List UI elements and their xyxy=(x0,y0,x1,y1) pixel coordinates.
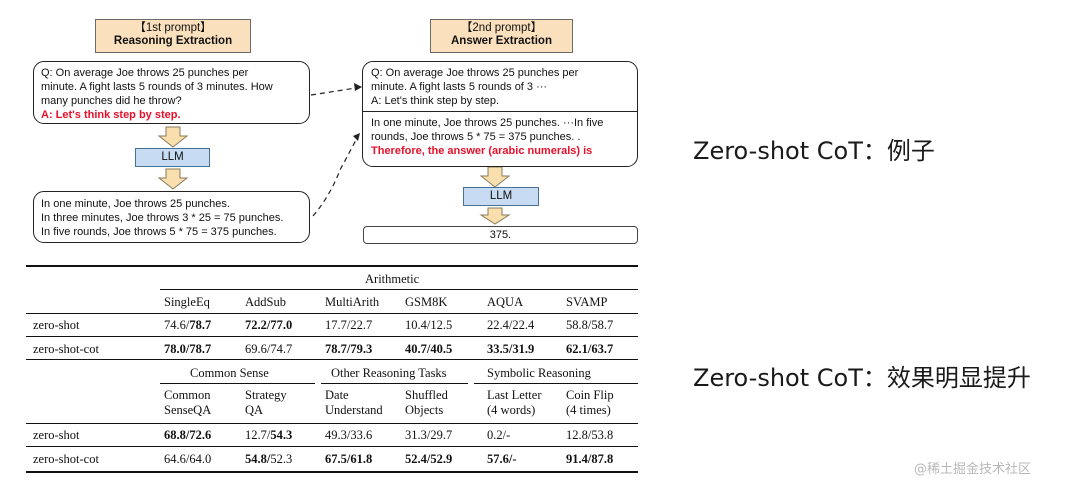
reasoning-line-2: In three minutes, Joe throws 3 * 25 = 75… xyxy=(41,212,284,224)
table-cell: 52.4/52.9 xyxy=(405,452,453,466)
table-cell: 12.8/53.8 xyxy=(566,428,614,442)
dashed-connector-top xyxy=(310,87,357,96)
question-bubble-2: Q: On average Joe throws 25 punches per … xyxy=(362,61,638,167)
col-multiarith: MultiArith xyxy=(325,295,380,309)
group-common-sense: Common Sense xyxy=(190,366,269,380)
table-cell: 12.7/54.3 xyxy=(245,428,293,442)
caption-example: Zero-shot CoT：例子 xyxy=(693,137,935,165)
down-arrow-icon xyxy=(157,168,189,190)
table-cell: 67.5/61.8 xyxy=(325,452,373,466)
table-cell: 57.6/- xyxy=(487,452,517,466)
reasoning-line-1: In one minute, Joe throws 25 punches. xyxy=(41,198,230,210)
question-bubble-1: Q: On average Joe throws 25 punches per … xyxy=(33,61,310,124)
table-cell: 22.4/22.4 xyxy=(487,318,535,332)
q2-line-2: minute. A fight lasts 5 rounds of 3 ··· xyxy=(371,81,548,93)
results-table: Arithmetic SingleEq AddSub MultiArith GS… xyxy=(26,265,638,473)
second-prompt-title: 【2nd prompt】 xyxy=(460,22,543,34)
col-svamp: SVAMP xyxy=(566,295,608,309)
table-cell: 49.3/33.6 xyxy=(325,428,373,442)
watermark: @稀土掘金技术社区 xyxy=(914,462,1032,477)
col-gsm8k: GSM8K xyxy=(405,295,448,309)
row-label: zero-shot xyxy=(33,428,80,442)
dashed-connector-bottom xyxy=(312,139,357,217)
table-cell: 62.1/63.7 xyxy=(566,342,614,356)
col-last-letter: Last Letter(4 words) xyxy=(487,388,542,417)
q2-reason-line-1: In one minute, Joe throws 25 punches. ··… xyxy=(371,117,604,129)
table-cell: 78.7/79.3 xyxy=(325,342,373,356)
first-prompt-subtitle: Reasoning Extraction xyxy=(113,35,233,47)
col-addsub: AddSub xyxy=(245,295,286,309)
group-other-reasoning: Other Reasoning Tasks xyxy=(331,366,447,380)
col-coin-flip: Coin Flip(4 times) xyxy=(566,388,614,417)
reasoning-line-3: In five rounds, Joe throws 5 * 75 = 375 … xyxy=(41,226,277,238)
table-cell: 68.8/72.6 xyxy=(164,428,212,442)
table-cell: 40.7/40.5 xyxy=(405,342,453,356)
llm-box-1: LLM xyxy=(135,148,210,167)
table-cell: 31.3/29.7 xyxy=(405,428,453,442)
down-arrow-icon xyxy=(479,166,511,188)
answer-box: 375. xyxy=(363,226,638,244)
flow-arrows xyxy=(157,83,511,225)
q2-cue: Therefore, the answer (arabic numerals) … xyxy=(371,145,593,157)
table-cell: 78.0/78.7 xyxy=(164,342,212,356)
table-cell: 10.4/12.5 xyxy=(405,318,453,332)
table-cell: 58.8/58.7 xyxy=(566,318,614,332)
q1-line-2: minute. A fight lasts 5 rounds of 3 minu… xyxy=(41,81,273,93)
q1-cue: A: Let's think step by step. xyxy=(41,109,181,121)
col-aqua: AQUA xyxy=(487,295,524,309)
reasoning-bubble: In one minute, Joe throws 25 punches. In… xyxy=(33,191,310,243)
table-cell: 69.6/74.7 xyxy=(245,342,293,356)
first-prompt-label: 【1st prompt】 Reasoning Extraction xyxy=(95,19,251,53)
caption-improvement: Zero-shot CoT：效果明显提升 xyxy=(693,364,1031,392)
q1-line-1: Q: On average Joe throws 25 punches per xyxy=(41,67,249,79)
down-arrow-icon xyxy=(479,207,511,225)
llm-box-2: LLM xyxy=(463,187,539,206)
row-label: zero-shot xyxy=(33,318,80,332)
table-cell: 91.4/87.8 xyxy=(566,452,614,466)
q2-line-3: A: Let's think step by step. xyxy=(371,95,500,107)
q2-line-1: Q: On average Joe throws 25 punches per xyxy=(371,67,579,79)
table-cell: 17.7/22.7 xyxy=(325,318,373,332)
bubble-divider xyxy=(363,111,637,112)
group-symbolic: Symbolic Reasoning xyxy=(487,366,591,380)
header-arithmetic: Arithmetic xyxy=(365,272,420,286)
second-prompt-subtitle: Answer Extraction xyxy=(451,35,552,47)
table-cell: 33.5/31.9 xyxy=(487,342,535,356)
col-singleeq: SingleEq xyxy=(164,295,210,309)
second-prompt-label: 【2nd prompt】 Answer Extraction xyxy=(430,19,573,53)
table-cell: 64.6/64.0 xyxy=(164,452,212,466)
table-cell: 74.6/78.7 xyxy=(164,318,212,332)
table-cell: 0.2/- xyxy=(487,428,511,442)
q2-reason-line-2: rounds, Joe throws 5 * 75 = 375 punches.… xyxy=(371,131,581,143)
row-label: zero-shot-cot xyxy=(33,452,99,466)
q1-line-3: many punches did he throw? xyxy=(41,95,182,107)
table-cell: 54.8/52.3 xyxy=(245,452,293,466)
row-label: zero-shot-cot xyxy=(33,342,99,356)
table-cell: 72.2/77.0 xyxy=(245,318,293,332)
down-arrow-icon xyxy=(157,126,189,148)
first-prompt-title: 【1st prompt】 xyxy=(134,22,212,34)
